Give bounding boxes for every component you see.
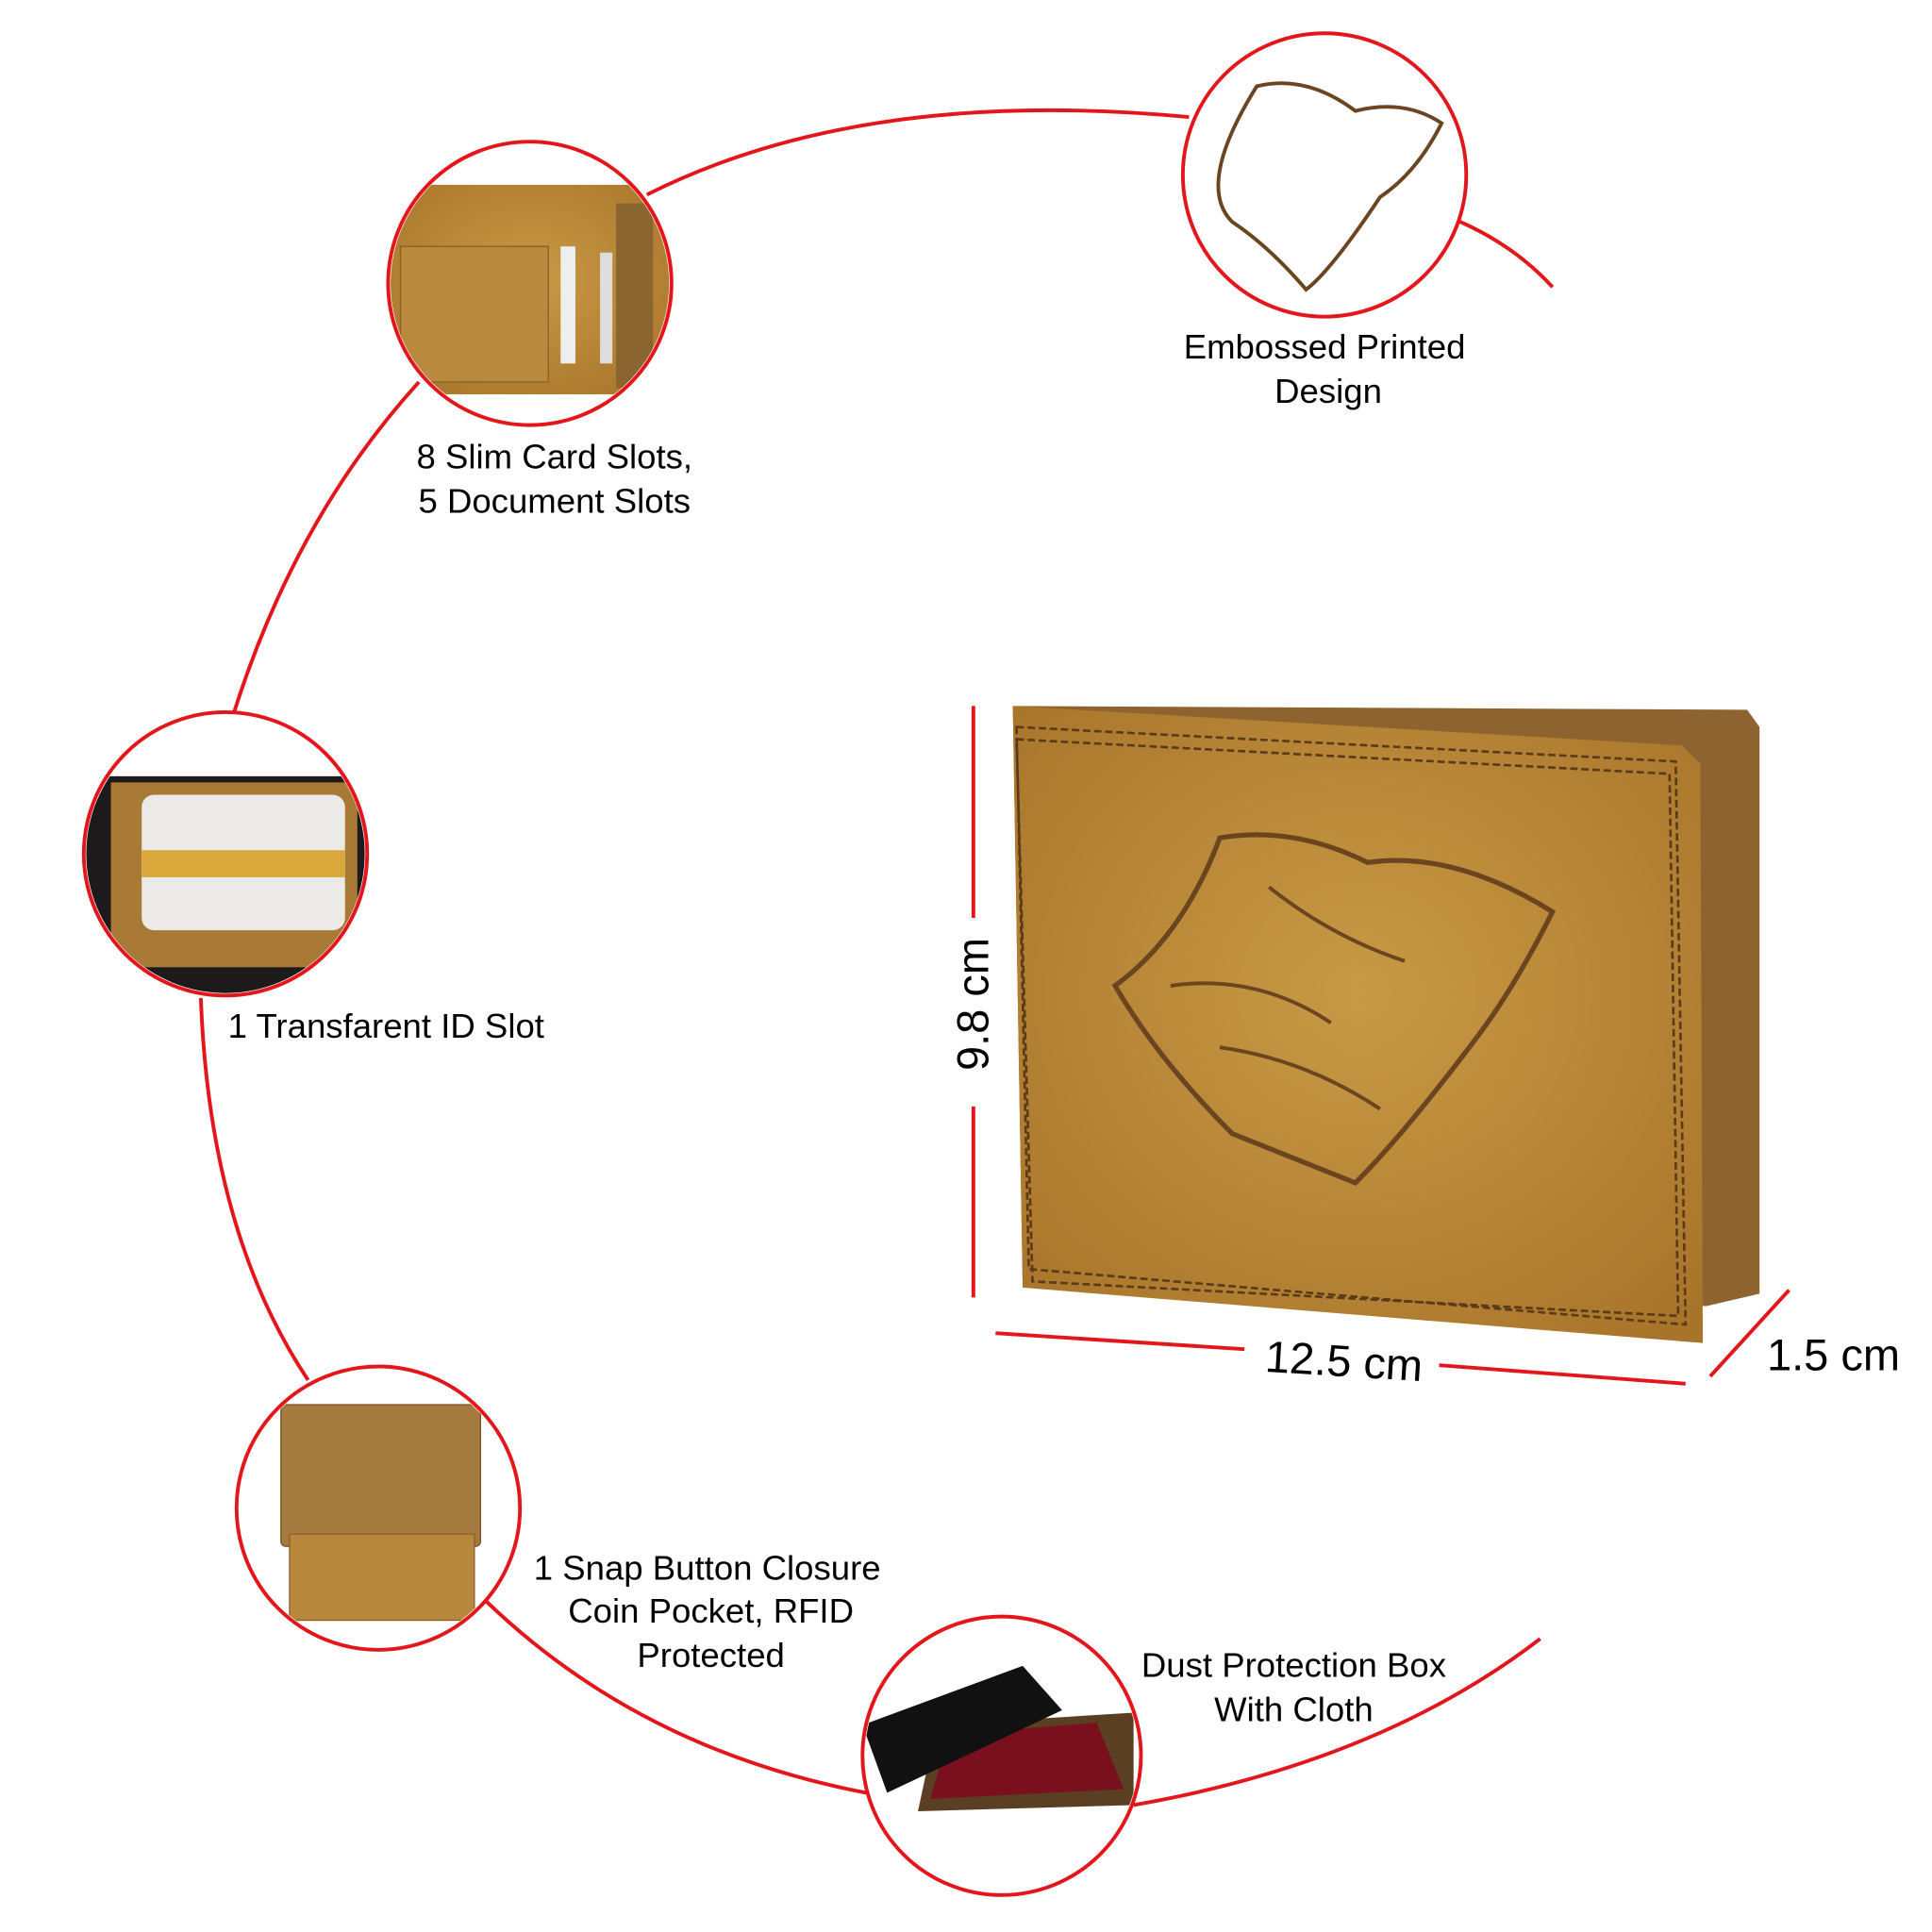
depth-label: 1.5 cm	[1767, 1329, 1900, 1379]
wallet-image	[1012, 706, 1760, 1343]
card-slots-thumbnail	[386, 140, 674, 427]
embossed-label-line2: Design	[1274, 372, 1382, 410]
dimension-width: 12.5 cm	[995, 1331, 1686, 1391]
coin-pocket-label-line3: Protected	[637, 1636, 785, 1674]
coin-pocket-thumbnail	[234, 1364, 523, 1652]
embossed-label-line1: Embossed Printed	[1184, 327, 1466, 366]
box-label-line2: With Cloth	[1214, 1690, 1374, 1729]
coin-pocket-label-line1: 1 Snap Button Closure	[534, 1548, 881, 1587]
id-slot-thumbnail	[81, 709, 370, 998]
id-slot-label: 1 Transfarent ID Slot	[228, 1007, 544, 1045]
dimension-depth: 1.5 cm	[1708, 1289, 1900, 1379]
card-slots-label-line2: 5 Document Slots	[418, 481, 691, 520]
connector-arc	[198, 108, 1555, 1807]
card-slots-label-line1: 8 Slim Card Slots,	[416, 437, 692, 475]
coin-pocket-label-line2: Coin Pocket, RFID	[568, 1591, 854, 1630]
dimension-height: 9.8 cm	[948, 706, 998, 1298]
gift-box-thumbnail	[860, 1614, 1143, 1897]
embossed-design-thumbnail	[1180, 31, 1469, 319]
box-label-line1: Dust Protection Box	[1141, 1646, 1446, 1685]
width-label: 12.5 cm	[1264, 1331, 1424, 1391]
height-label: 9.8 cm	[948, 938, 998, 1071]
